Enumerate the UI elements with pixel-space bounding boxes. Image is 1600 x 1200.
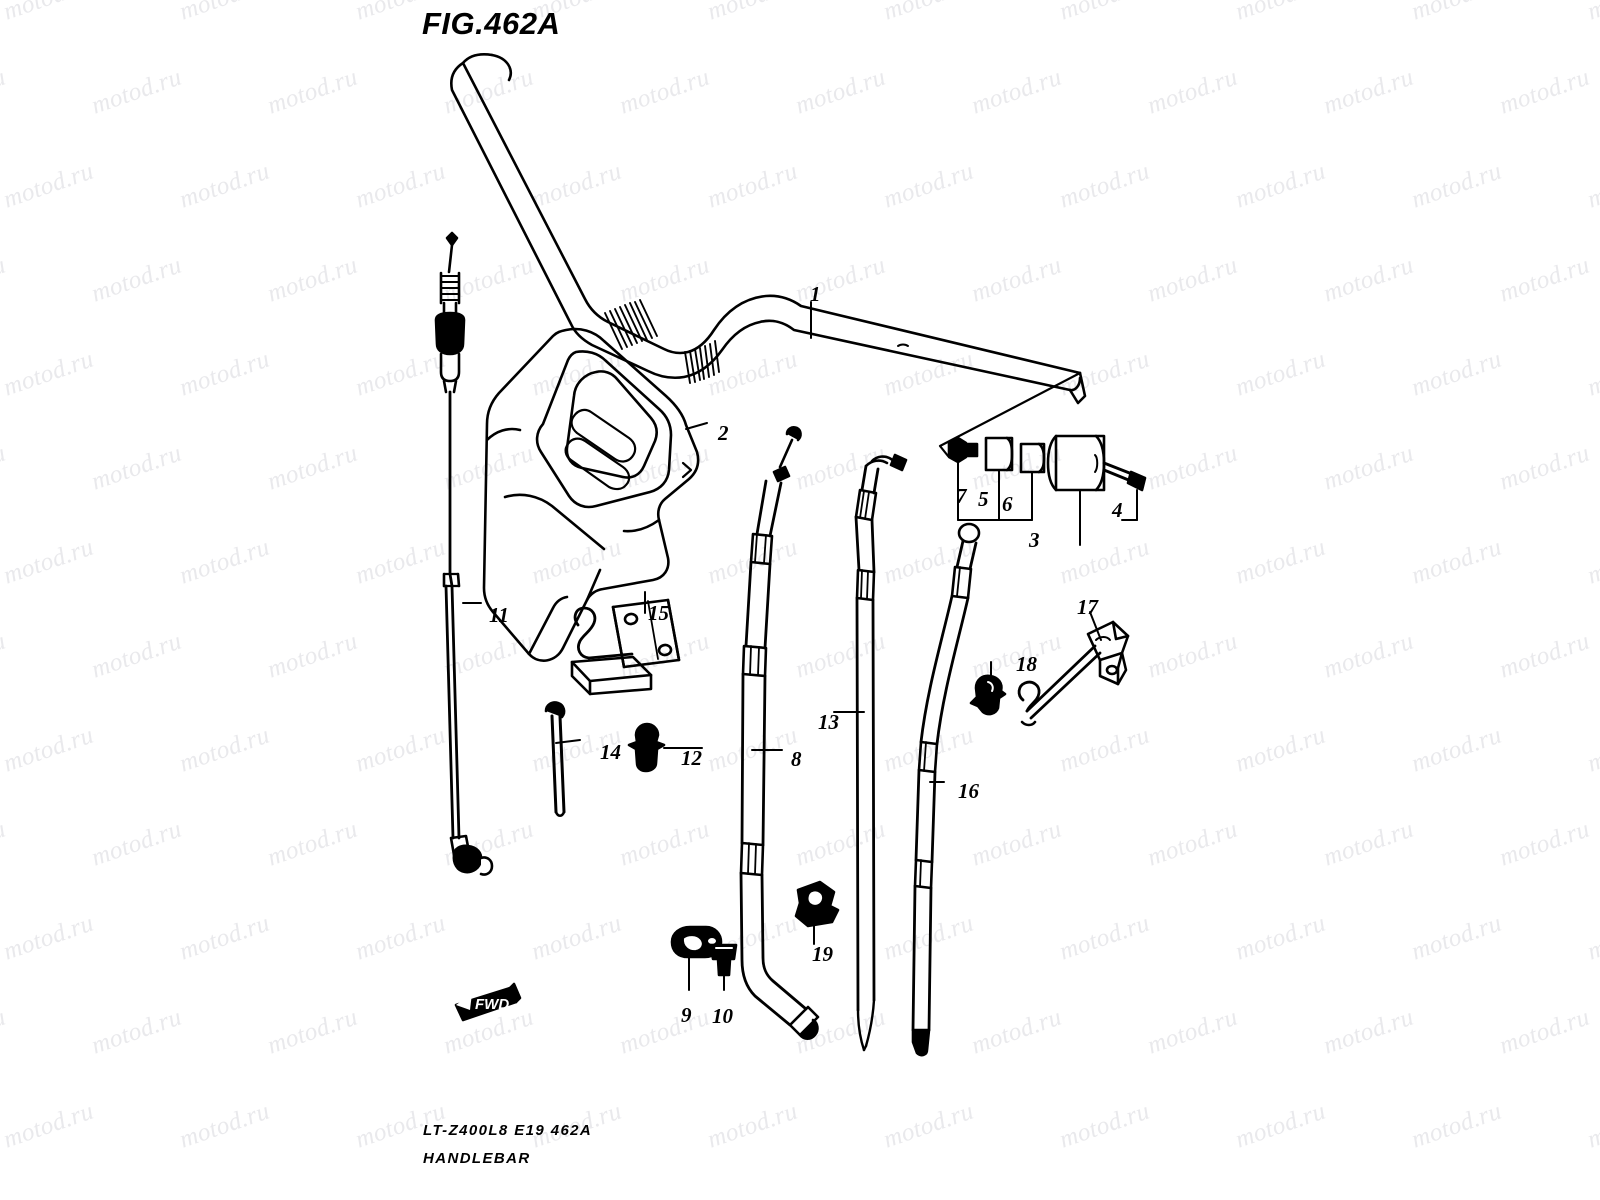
wire-clip-part xyxy=(969,661,1007,716)
clamp-screw-part xyxy=(709,943,738,991)
handlebar-part xyxy=(450,53,1087,405)
figure-title: FIG.462A xyxy=(422,6,561,41)
svg-text:FWD: FWD xyxy=(475,996,509,1013)
caption-section: HANDLEBAR xyxy=(423,1150,531,1167)
callout-cable-holder-bracket: 17 xyxy=(1077,595,1098,619)
callout-starter-choke-cable: 11 xyxy=(489,603,509,627)
knurl-band-1 xyxy=(604,299,658,350)
callout-handlebar-holder-mount: 3 xyxy=(1029,528,1040,552)
callout-harness-clamp: 19 xyxy=(812,942,833,966)
knurl-band-2 xyxy=(684,340,720,384)
callout-handlebar: 1 xyxy=(810,282,821,306)
callout-brake-hose-cable: 16 xyxy=(958,779,979,803)
callout-throttle-cable: 8 xyxy=(791,747,802,771)
callout-spacer-upper: 5 xyxy=(978,487,989,511)
callout-handlebar-cover-pad: 2 xyxy=(718,421,729,445)
callout-cable-grommet-clip: 12 xyxy=(681,746,702,770)
callout-cable-tie: 14 xyxy=(600,740,621,764)
callout-wire-clip: 18 xyxy=(1016,652,1037,676)
caption-model: LT-Z400L8 E19 462A xyxy=(423,1122,593,1139)
cable-guide-bracket-part xyxy=(570,591,681,696)
cable-clip-part xyxy=(627,722,703,773)
callout-spacer-lower: 6 xyxy=(1002,492,1013,516)
fwd-marker: FWD xyxy=(454,982,522,1022)
throttle-cable-part xyxy=(739,426,820,1041)
brake-hose-part xyxy=(911,522,981,1057)
starter-cable-part xyxy=(434,231,494,876)
callout-cable-guide-bracket: 15 xyxy=(648,601,669,625)
leader-lines xyxy=(462,301,812,604)
callout-cable-clamp: 9 xyxy=(681,1003,692,1027)
cable-holder-bracket-part xyxy=(1017,611,1130,727)
harness-clamp-part xyxy=(794,880,840,945)
handlebar-cover-part xyxy=(482,327,700,662)
cable-tie-part xyxy=(544,701,581,818)
mount-hardware-group xyxy=(938,371,1147,546)
clutch-cable-part xyxy=(833,453,908,1052)
callout-mounting-bolt: 4 xyxy=(1112,498,1123,522)
callout-nut: 7 xyxy=(956,484,967,508)
callout-clamp-screw: 10 xyxy=(712,1004,733,1028)
callout-clutch-cable: 13 xyxy=(818,710,839,734)
